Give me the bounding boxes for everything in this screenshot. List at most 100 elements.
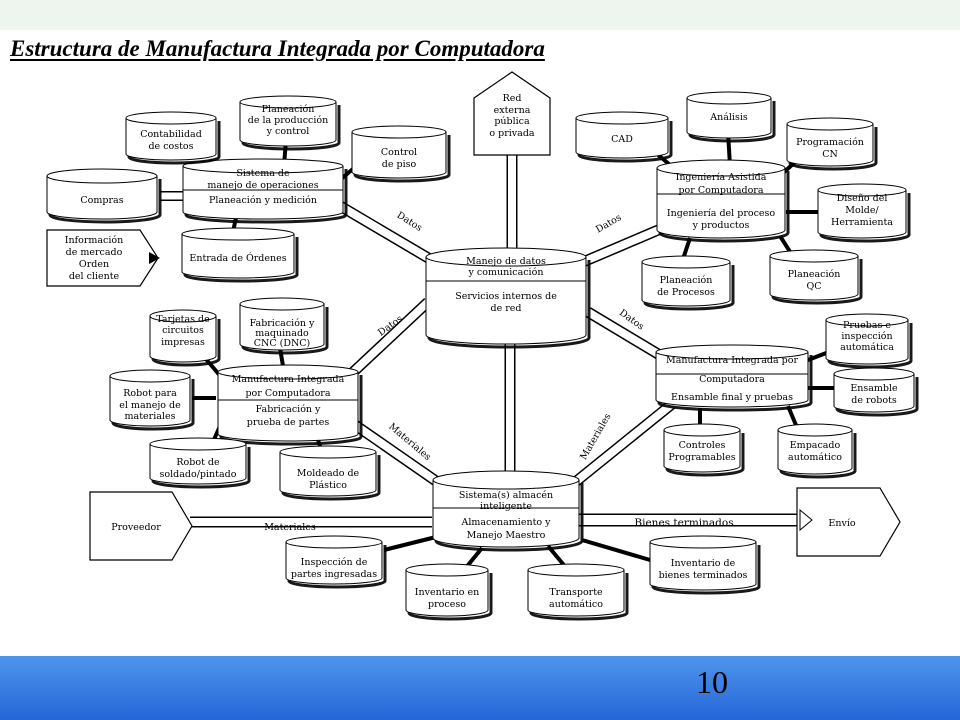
label-text: Molde/	[845, 205, 879, 216]
label-text: Envío	[828, 518, 855, 529]
label-text: circuitos	[162, 325, 204, 336]
label-text: Manufactura Integrada por	[666, 355, 798, 366]
label-text: inspección	[841, 331, 892, 342]
label-text: Sistema de	[236, 168, 290, 179]
label-text: Herramienta	[831, 217, 893, 228]
label-text: externa	[494, 105, 531, 116]
label-text: Compras	[80, 195, 123, 206]
label-text: automático	[549, 599, 603, 610]
label-text: Ensamble	[850, 383, 898, 394]
node-cad: CAD	[575, 111, 673, 163]
label-text: Información	[65, 235, 124, 246]
label-text: impresas	[161, 337, 205, 348]
label-text: Ingeniería Asistida	[676, 172, 767, 183]
hub-manufacturing-assembly: Manufactura Integrada porComputadoraEnsa…	[655, 344, 813, 412]
label-text: Fabricación y	[256, 404, 321, 415]
label-text: Robot de	[176, 457, 220, 468]
label-text: de piso	[382, 159, 417, 170]
label-text: Empacado	[790, 440, 841, 451]
label-text: Inventario en	[415, 587, 480, 598]
label-text: CNC (DNC)	[254, 338, 310, 349]
label-text: del cliente	[69, 271, 120, 282]
label-text: Planeación	[788, 269, 841, 280]
label-text: y comunicación	[468, 267, 544, 278]
node-analisis: Análisis	[686, 91, 776, 143]
label-text: automático	[788, 452, 842, 463]
label-text: de mercado	[66, 247, 123, 258]
arrow-tip	[799, 508, 813, 532]
label-text: de la producción	[248, 115, 329, 126]
arrow-tip	[149, 252, 160, 264]
label-text: Diseño del	[837, 193, 888, 204]
label-materiales-3: Materiales	[264, 522, 316, 533]
pipe-center-midleft	[346, 297, 432, 380]
label-datos-2: Datos	[594, 212, 624, 235]
label-text: bienes terminados	[659, 570, 748, 581]
label-text: proceso	[428, 599, 466, 610]
label-text: de robots	[851, 395, 897, 406]
label-text: Control	[381, 147, 417, 158]
top-band	[0, 0, 960, 30]
label-text: Programación	[796, 137, 864, 148]
label-text: Ingeniería del proceso	[667, 208, 776, 219]
label-text: Entrada de Órdenes	[189, 252, 286, 264]
label-text: soldado/pintado	[160, 469, 237, 480]
label-text: Programables	[668, 452, 735, 463]
label-text: de costos	[148, 141, 193, 152]
label-text: el manejo de	[119, 400, 181, 411]
label-text: Ensamble final y pruebas	[671, 392, 793, 403]
label-text: Manejo de datos	[466, 256, 546, 267]
label-text: manejo de operaciones	[207, 180, 318, 191]
label-text: por Computadora	[245, 388, 330, 399]
stick-inspeccion	[383, 534, 441, 552]
label-text: maquinado	[255, 328, 309, 339]
slide-title: Estructura de Manufactura Integrada por …	[10, 36, 545, 61]
label-text: Moldeado de	[297, 468, 360, 479]
hub-storage: Sistema(s) almacéninteligenteAlmacenamie…	[432, 470, 584, 552]
label-text: Robot para	[123, 388, 177, 399]
label-text: Almacenamiento y	[460, 517, 551, 528]
label-text: Tarjetas de	[156, 314, 210, 325]
label-text: de red	[491, 303, 522, 314]
label-text: prueba de partes	[247, 417, 330, 428]
label-text: Contabilidad	[140, 129, 202, 140]
label-text: o privada	[489, 128, 535, 139]
label-text: Planeación	[660, 275, 713, 286]
label-text: Inventario de	[671, 558, 736, 569]
label-text: Servicios internos de	[455, 291, 557, 302]
label-text: Pruebas e	[843, 320, 891, 331]
label-text: Plástico	[309, 480, 347, 491]
label-text: Inspección de	[301, 557, 368, 568]
footer-bar	[0, 656, 960, 720]
label-text: Análisis	[709, 112, 748, 123]
label-text: QC	[806, 281, 821, 292]
label-text: Red	[503, 93, 522, 104]
label-text: pública	[494, 116, 530, 127]
label-text: Planeación y medición	[209, 195, 317, 206]
label-text: Sistema(s) almacén	[459, 490, 553, 501]
label-text: CN	[822, 149, 838, 160]
label-text: y control	[266, 126, 310, 137]
label-text: Planeación	[262, 104, 315, 115]
node-proveedor: Proveedor	[89, 491, 193, 561]
